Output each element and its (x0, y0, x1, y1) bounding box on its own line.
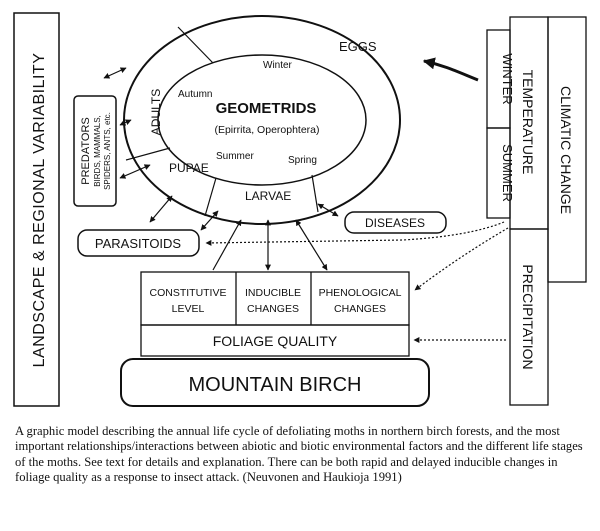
predators-detail-1: BIRDS, MAMMALS, (93, 115, 102, 187)
inducible-label-2: CHANGES (247, 303, 299, 315)
arrow-phenological-larvae (295, 219, 328, 271)
season-winter-label: Winter (263, 60, 293, 71)
season-autumn-label: Autumn (178, 89, 212, 100)
parasitoids-label: PARASITOIDS (95, 236, 182, 251)
eggs-label: EGGS (339, 39, 377, 54)
temperature-label: TEMPERATURE (520, 70, 536, 175)
phenological-label-2: CHANGES (334, 303, 386, 315)
winter-season-label: WINTER (500, 53, 515, 104)
landscape-label: LANDSCAPE & REGIONAL VARIABILITY (31, 53, 48, 368)
diseases-box: DISEASES (344, 211, 447, 234)
arrow-temperature-phenological (414, 227, 509, 291)
arrow-predators-larvae (149, 195, 173, 223)
phenological-label-1: PHENOLOGICAL (319, 287, 402, 299)
foliage-quality-label: FOLIAGE QUALITY (213, 333, 338, 349)
season-boxes: WINTER SUMMER (486, 29, 515, 219)
arrow-predators-adults (119, 119, 132, 126)
parasitoids-box: PARASITOIDS (77, 229, 200, 257)
adults-label: ADULTS (149, 89, 163, 135)
arrow-larvae-diseases (317, 203, 339, 217)
foliage-quality-box: FOLIAGE QUALITY (140, 324, 410, 357)
constitutive-label-1: CONSTITUTIVE (149, 287, 226, 299)
pupae-label: PUPAE (169, 161, 209, 175)
predators-label: PREDATORS (80, 117, 92, 184)
inducible-label-1: INDUCIBLE (245, 287, 301, 299)
precipitation-box: PRECIPITATION (509, 228, 549, 406)
life-cycle-diagram: LANDSCAPE & REGIONAL VARIABILITY EGGS AD… (13, 12, 587, 407)
arrow-predators-pupae (119, 164, 151, 179)
precipitation-label: PRECIPITATION (520, 264, 536, 369)
season-summer-label: Summer (216, 151, 254, 162)
diseases-label: DISEASES (365, 216, 425, 230)
geometrids-species: (Epirrita, Operophtera) (214, 124, 319, 136)
arrow-climate-eggs (422, 57, 479, 82)
summer-season-label: SUMMER (500, 144, 515, 202)
climatic-change-box: CLIMATIC CHANGE (547, 16, 587, 283)
interaction-arrows (103, 57, 509, 343)
geometrids-title: GEOMETRIDS (216, 100, 317, 117)
larvae-label: LARVAE (245, 189, 291, 203)
life-cycle-ring (123, 15, 401, 225)
climatic-change-label: CLIMATIC CHANGE (558, 86, 574, 214)
predators-box: PREDATORS BIRDS, MAMMALS, SPIDERS, ANTS,… (73, 95, 117, 207)
arrow-parasitoids-larvae-1 (200, 210, 219, 231)
foliage-factors: CONSTITUTIVE LEVEL INDUCIBLE CHANGES PHE… (140, 271, 410, 326)
landscape-box: LANDSCAPE & REGIONAL VARIABILITY (13, 12, 60, 407)
arrow-landscape-adults (103, 67, 127, 79)
mountain-birch-box: MOUNTAIN BIRCH (120, 358, 430, 407)
mountain-birch-label: MOUNTAIN BIRCH (189, 374, 362, 396)
arrow-temperature-parasitoids (205, 221, 505, 246)
figure-caption: A graphic model describing the annual li… (15, 424, 583, 485)
constitutive-label-2: LEVEL (172, 303, 205, 315)
arrow-constitutive-larvae (212, 219, 242, 271)
predators-detail-2: SPIDERS, ANTS, etc. (103, 112, 112, 190)
season-spring-label: Spring (288, 155, 317, 166)
